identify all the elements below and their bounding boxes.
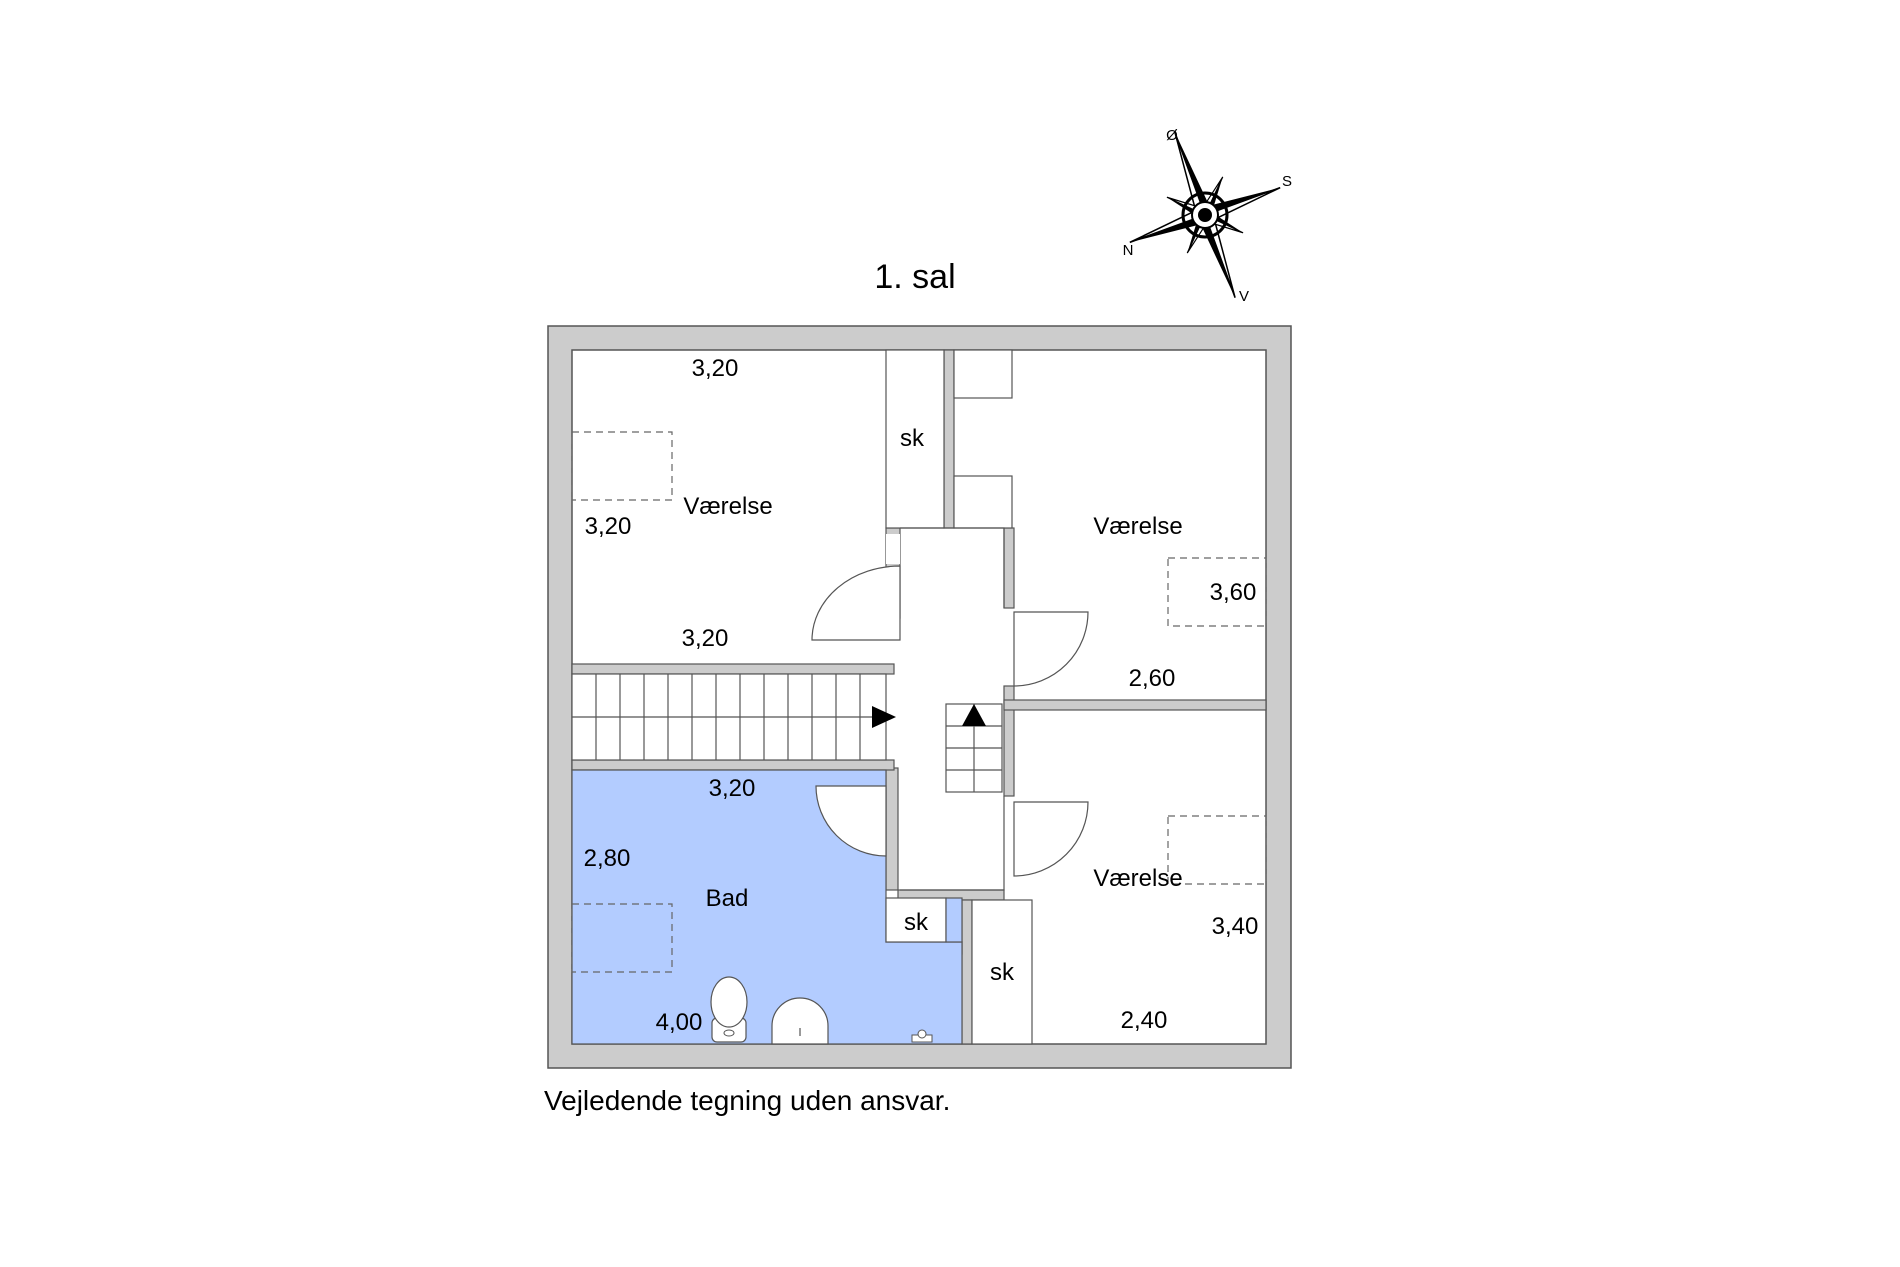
closet-bath-label: sk	[904, 909, 929, 936]
niche-top-right-2	[953, 475, 1013, 529]
bathroom-name: Bad	[706, 885, 749, 912]
stair-arrow-up-icon	[962, 704, 986, 726]
room-top-right-dim-right: 3,60	[1210, 579, 1257, 606]
sink-icon	[771, 997, 829, 1045]
closet-top-label: sk	[900, 425, 925, 452]
bathroom-dim-top: 3,20	[709, 775, 756, 802]
closet-bottom-right	[971, 899, 1033, 1045]
room-bottom-right-dim-bottom: 2,40	[1121, 1007, 1168, 1034]
compass-west-label: V	[1239, 288, 1249, 305]
closet-top	[885, 349, 945, 529]
drain-icon	[911, 1029, 933, 1043]
room-bottom-right-dim-right: 3,40	[1212, 913, 1259, 940]
hall-outline	[900, 527, 1005, 891]
stair-arrow-right-icon	[872, 706, 896, 728]
closet-bottom-right-label: sk	[990, 959, 1015, 986]
room-top-left-dim-left: 3,20	[585, 513, 632, 540]
bathroom-dim-left: 2,80	[584, 845, 631, 872]
stair-horizontal	[571, 673, 887, 761]
compass-north-label: N	[1123, 242, 1134, 259]
compass-south-label: S	[1282, 173, 1292, 190]
niche-top-right-1	[953, 349, 1013, 399]
toilet-icon	[710, 976, 748, 1043]
disclaimer: Vejledende tegning uden ansvar.	[544, 1085, 950, 1116]
compass-rose-icon	[1129, 132, 1281, 298]
floor-title: 1. sal	[874, 258, 955, 296]
window-markers	[571, 431, 1267, 973]
room-top-left-dim-bottom: 3,20	[682, 625, 729, 652]
interior-walls	[571, 349, 1267, 1045]
door-swings	[811, 565, 1089, 877]
room-bottom-right-name: Værelse	[1093, 865, 1182, 892]
room-top-left-dim-top: 3,20	[692, 355, 739, 382]
room-top-right-name: Værelse	[1093, 513, 1182, 540]
closet-bath	[885, 897, 947, 943]
room-top-left-name: Værelse	[683, 493, 772, 520]
compass-east-label: Ø	[1166, 127, 1178, 144]
room-top-right-dim-bottom: 2,60	[1129, 665, 1176, 692]
bathroom-dim-bottom: 4,00	[656, 1009, 703, 1036]
